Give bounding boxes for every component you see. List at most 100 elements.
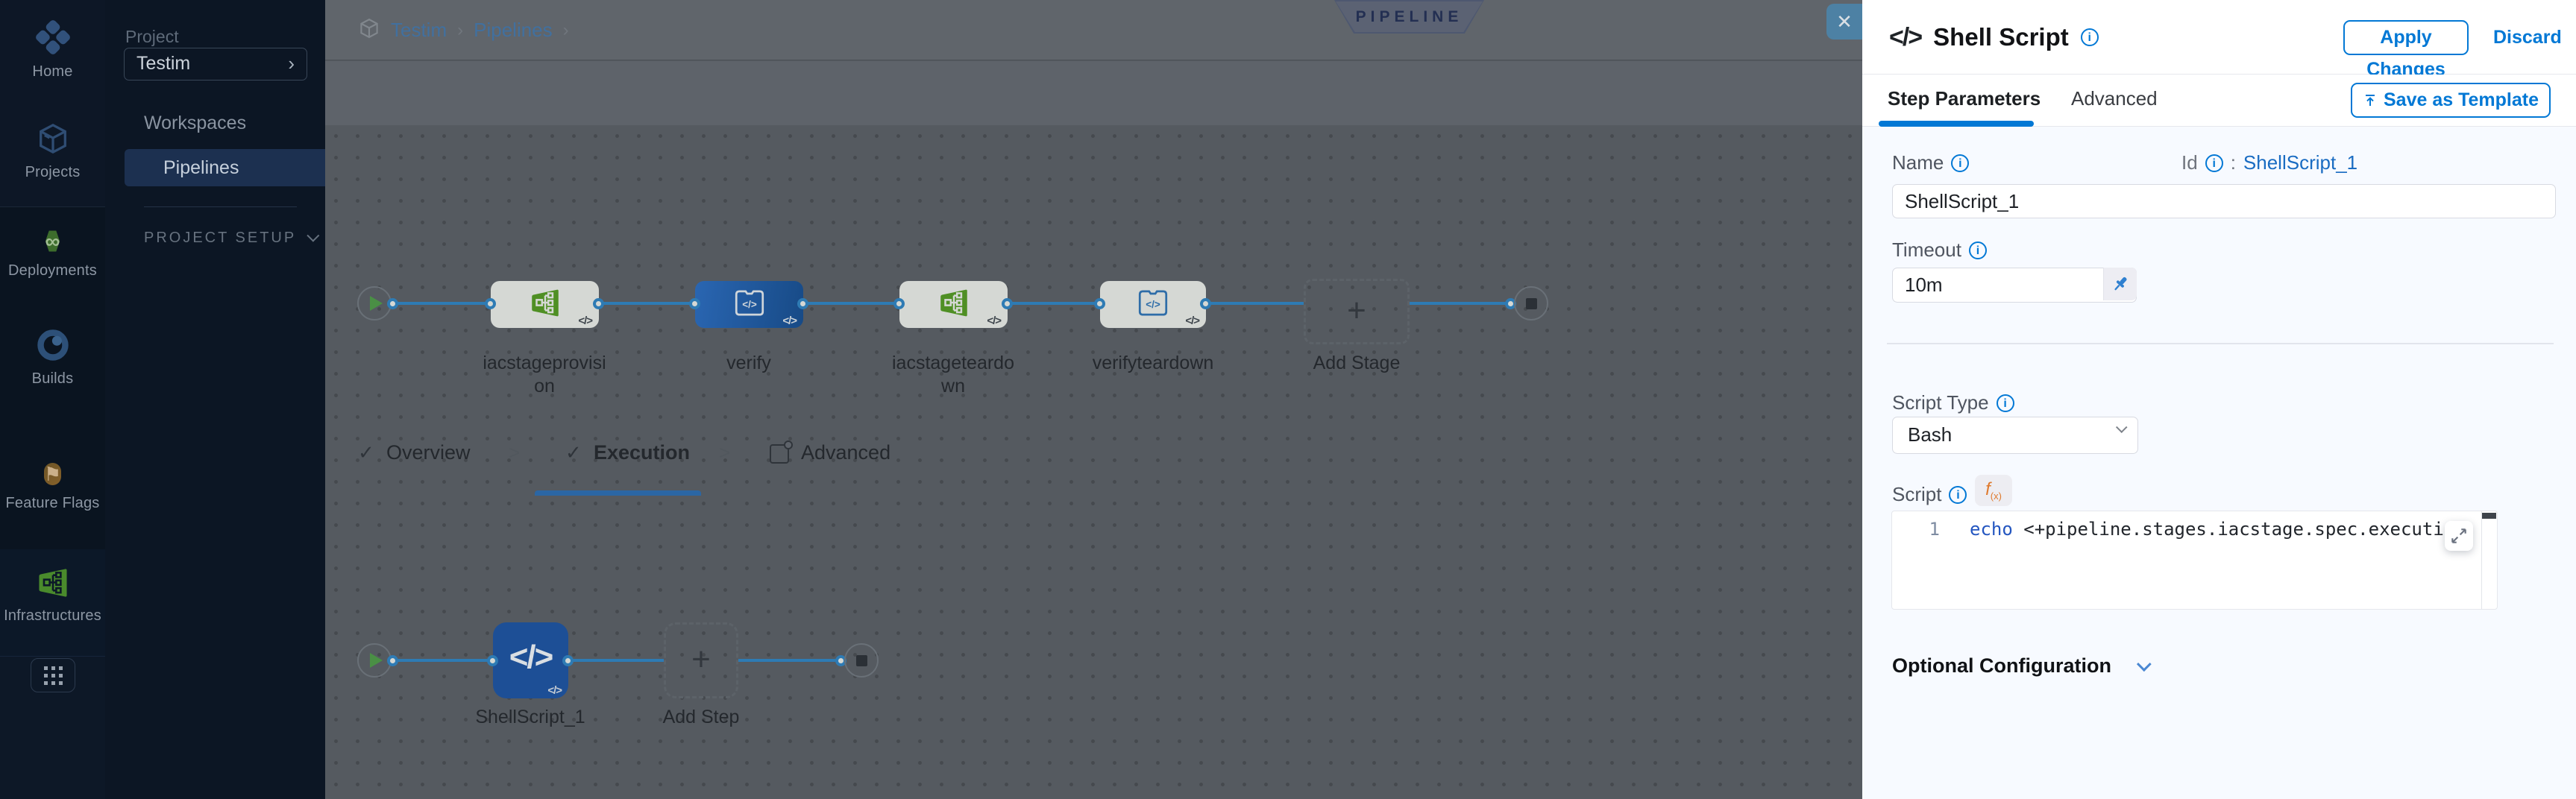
stage-iacstageteardown[interactable]: </>: [899, 281, 1008, 328]
code-mark-icon: </>: [1889, 22, 1923, 51]
connector-dot: [1200, 298, 1211, 309]
sidebar-item-feature-flags[interactable]: ⚑ Feature Flags: [0, 458, 105, 512]
expand-icon: [2451, 528, 2466, 543]
sidebar-item-infrastructures[interactable]: Infrastructures: [0, 566, 105, 625]
feature-flags-icon: ⚑: [43, 463, 62, 485]
tab-advanced[interactable]: Advanced: [801, 441, 891, 464]
tab-execution[interactable]: Execution: [594, 441, 691, 464]
connector-dot: [562, 655, 574, 666]
expand-editor-button[interactable]: [2445, 521, 2473, 551]
scrollbar-thumb[interactable]: [2482, 513, 2496, 519]
info-icon[interactable]: i: [2205, 154, 2223, 172]
breadcrumb-link-pipelines[interactable]: Pipelines: [474, 19, 553, 41]
chevron-down-icon: [2136, 656, 2152, 672]
module-section-bottom: [0, 656, 105, 799]
svg-text:</>: </>: [1146, 298, 1160, 309]
custom-stage-icon: </>: [732, 287, 767, 322]
sidebar-item-deployments[interactable]: ∞ Deployments: [0, 225, 105, 280]
add-step-label: Add Step: [662, 707, 740, 727]
discard-button[interactable]: Discard: [2493, 27, 2562, 48]
stage-iacstageprovision[interactable]: </>: [491, 281, 599, 328]
tab-overview[interactable]: Overview: [386, 441, 471, 464]
connector-line: [1410, 302, 1511, 305]
add-stage-label: Add Stage: [1313, 353, 1401, 373]
section-divider: [1887, 343, 2554, 344]
save-as-template-button[interactable]: Save as Template: [2351, 83, 2551, 118]
code-mark-icon: </>: [987, 315, 1002, 327]
plus-icon: +: [1347, 292, 1366, 329]
timeout-pin-button[interactable]: [2103, 268, 2137, 300]
pipeline-canvas[interactable]: [325, 125, 1862, 799]
connector-dot: [1094, 298, 1105, 309]
breadcrumb-link-project[interactable]: Testim: [391, 19, 447, 41]
active-tab-underline: [535, 490, 701, 496]
project-section-label: Project: [125, 27, 179, 46]
sidebar-item-home[interactable]: Home: [0, 19, 105, 80]
step-id-row: Id i : ShellScript_1: [2181, 151, 2357, 174]
script-type-select[interactable]: Bash: [1892, 417, 2138, 454]
sidebar-item-projects[interactable]: Projects: [0, 121, 105, 181]
optional-configuration-toggle[interactable]: Optional Configuration: [1892, 654, 2152, 678]
infrastructure-stage-icon: [528, 287, 562, 322]
info-icon[interactable]: i: [1968, 241, 1987, 259]
stage-verify-selected[interactable]: </> </>: [695, 281, 803, 328]
sidebar-item-label: Home: [32, 63, 73, 80]
script-type-value: Bash: [1908, 423, 1953, 446]
sidebar-item-workspaces[interactable]: Workspaces: [144, 113, 247, 133]
chevron-right-icon: ›: [288, 52, 295, 75]
stop-icon: [856, 655, 867, 666]
project-cube-icon: [358, 17, 380, 43]
sidebar-item-pipelines[interactable]: Pipelines: [125, 149, 325, 186]
project-setup-label: PROJECT SETUP: [144, 230, 297, 246]
connector-line: [738, 659, 841, 662]
cube-icon: [35, 121, 71, 157]
editor-scrollbar[interactable]: [2481, 511, 2497, 609]
pipeline-studio-badge: PIPELINE STUDIO: [1334, 0, 1484, 34]
code-mark-icon: </>: [547, 684, 562, 697]
connector-line: [1008, 302, 1100, 305]
sidebar-item-builds[interactable]: Builds: [0, 328, 105, 388]
tab-step-parameters[interactable]: Step Parameters: [1888, 87, 2041, 110]
sidebar-item-label: Feature Flags: [5, 495, 100, 511]
script-code-editor[interactable]: 1 echo <+pipeline.stages.iacstage.spec.e…: [1891, 511, 2498, 610]
info-icon[interactable]: i: [1951, 154, 1970, 172]
sidebar-item-label: Projects: [25, 164, 81, 180]
close-drawer-button[interactable]: ✕: [1826, 4, 1862, 40]
connector-dot: [387, 298, 398, 309]
add-step-button[interactable]: +: [664, 622, 738, 698]
step-shellscript-node[interactable]: </> </>: [493, 622, 568, 698]
play-icon: [370, 653, 383, 668]
breadcrumb: Testim › Pipelines ›: [358, 0, 569, 60]
tab-advanced[interactable]: Advanced: [2071, 87, 2158, 110]
info-icon[interactable]: i: [1996, 394, 2014, 412]
step-label: ShellScript_1: [475, 707, 585, 727]
active-tab-underline: [1879, 121, 2034, 127]
connector-dot: [1002, 298, 1013, 309]
modules-grid-button[interactable]: [31, 658, 75, 692]
play-icon: [370, 296, 383, 311]
chevron-separator-icon: >: [509, 441, 521, 464]
connector-line: [392, 302, 491, 305]
check-icon: ✓: [565, 441, 582, 464]
info-icon[interactable]: i: [1949, 485, 1967, 504]
stage-verifyteardown[interactable]: </> </>: [1100, 281, 1206, 328]
timeout-input[interactable]: [1892, 268, 2137, 303]
info-icon[interactable]: i: [2080, 28, 2099, 46]
line-number: 1: [1929, 519, 1940, 540]
module-section-infra: [0, 549, 105, 656]
connector-line: [803, 302, 899, 305]
apply-changes-button[interactable]: Apply Changes: [2343, 20, 2469, 80]
connector-dot: [689, 298, 700, 309]
add-stage-button[interactable]: +: [1304, 279, 1410, 344]
name-input[interactable]: [1892, 184, 2556, 218]
project-sidebar: Project Testim › Workspaces Pipelines PR…: [105, 0, 325, 799]
connector-dot: [593, 298, 604, 309]
id-value-link[interactable]: ShellScript_1: [2243, 151, 2358, 174]
expression-fx-button[interactable]: f(x): [1975, 475, 2012, 506]
project-selector[interactable]: Testim ›: [124, 48, 307, 80]
pipeline-studio-badge-text: PIPELINE STUDIO: [1336, 1, 1483, 32]
grid-icon: [44, 666, 63, 685]
project-setup-toggle[interactable]: PROJECT SETUP: [144, 229, 320, 247]
